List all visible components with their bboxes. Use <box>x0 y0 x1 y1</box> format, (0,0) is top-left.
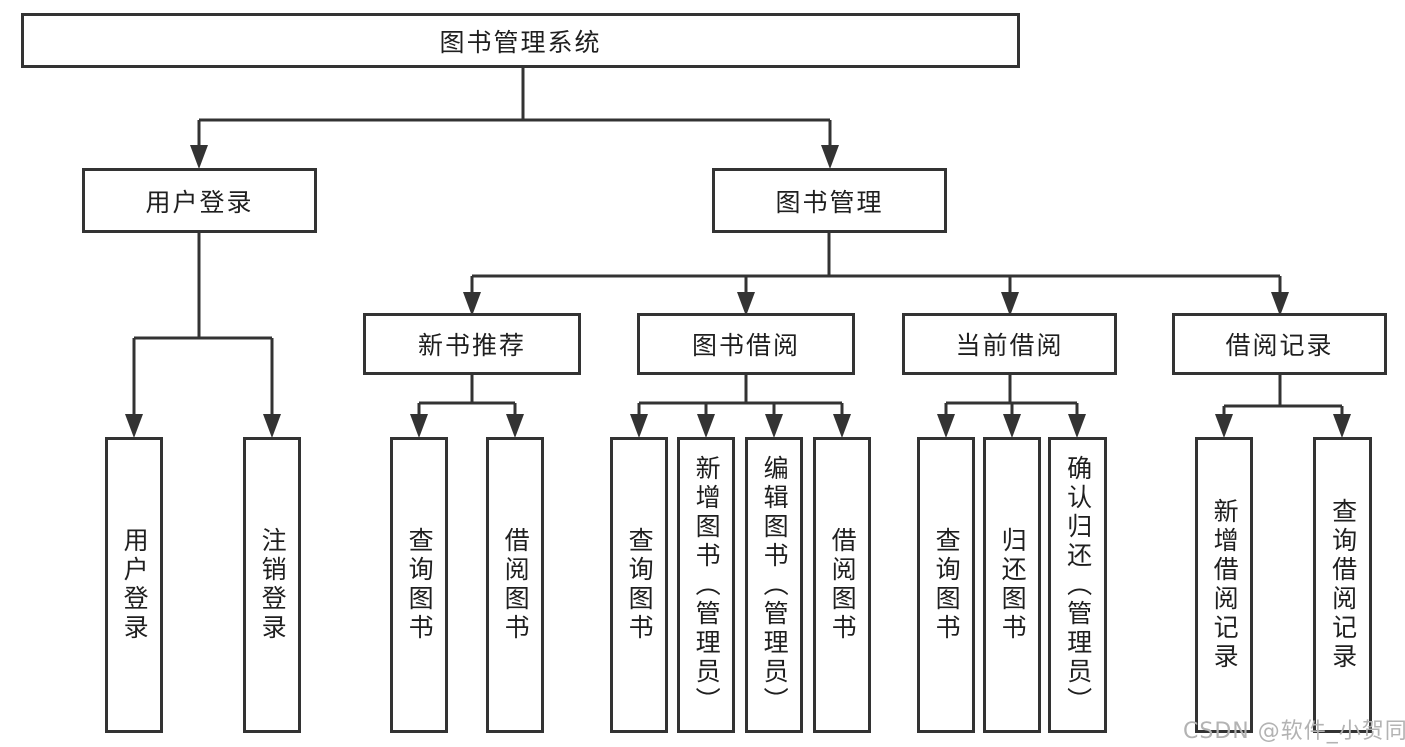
branch-book-management: 图书管理 <box>712 168 947 233</box>
section-current-borrow: 当前借阅 <box>902 313 1117 375</box>
leaf-confirm-return-admin: 确认归还（管理员） <box>1048 437 1107 733</box>
leaf-borrow-books: 借阅图书 <box>813 437 871 733</box>
root-node-library-system: 图书管理系统 <box>21 13 1020 68</box>
leaf-add-books-admin: 新增图书（管理员） <box>677 437 735 733</box>
leaf-borrow-books-recommend: 借阅图书 <box>486 437 544 733</box>
leaf-query-books-recommend: 查询图书 <box>390 437 448 733</box>
leaf-return-books: 归还图书 <box>983 437 1041 733</box>
branch-user-login: 用户登录 <box>82 168 317 233</box>
leaf-logout: 注销登录 <box>243 437 301 733</box>
leaf-edit-books-admin: 编辑图书（管理员） <box>745 437 803 733</box>
csdn-watermark: CSDN @软件_小贺同学 <box>1183 719 1405 744</box>
section-book-borrow: 图书借阅 <box>637 313 855 375</box>
leaf-add-borrow-record: 新增借阅记录 <box>1195 437 1253 733</box>
leaf-query-books-current: 查询图书 <box>917 437 975 733</box>
section-borrow-records: 借阅记录 <box>1172 313 1387 375</box>
leaf-user-login: 用户登录 <box>105 437 163 733</box>
leaf-query-borrow-record: 查询借阅记录 <box>1313 437 1372 733</box>
leaf-query-books-borrow: 查询图书 <box>610 437 668 733</box>
section-new-book-recommend: 新书推荐 <box>363 313 581 375</box>
